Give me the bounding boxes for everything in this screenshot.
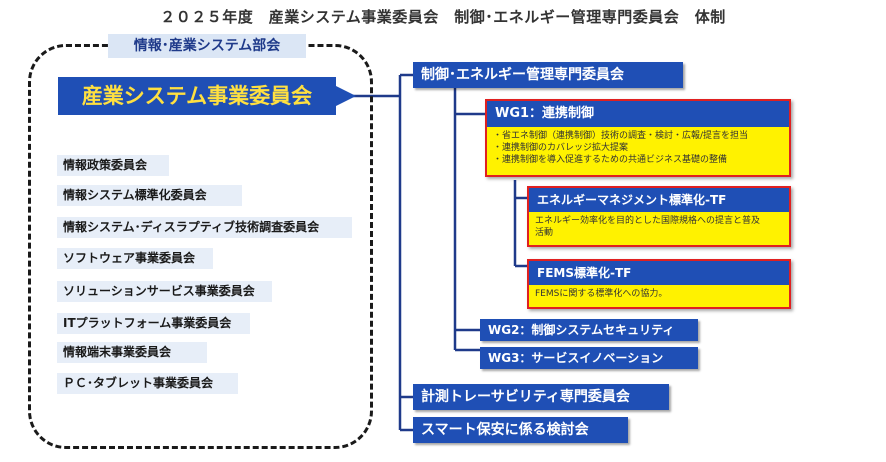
wg3-box: WG3：サービスイノベーション: [480, 347, 698, 369]
sub-committee-item: ＰＣ･タブレット事業委員会: [57, 373, 238, 394]
sub-committee-item: 情報政策委員会: [57, 155, 169, 176]
wg1-desc-line: ・省エネ制御（連携制御）技術の調査・検討・広報/提言を担当: [493, 131, 749, 141]
wg1-box: WG1：連携制御 ・省エネ制御（連携制御）技術の調査・検討・広報/提言を担当 ・…: [485, 99, 791, 177]
smart-security-box: スマート保安に係る検討会: [413, 417, 628, 443]
wg1-title: WG1：連携制御: [487, 101, 789, 127]
sub-committee-item: ソフトウェア事業委員会: [57, 248, 213, 269]
energy-tf-description: エネルギー効率化を目的とした国際規格への提言と普及 活動: [529, 212, 789, 242]
sub-committee-item: 情報端末事業委員会: [57, 342, 207, 363]
energy-management-tf-box: エネルギーマネジメント標準化-TF エネルギー効率化を目的とした国際規格への提言…: [527, 186, 791, 247]
wg1-description: ・省エネ制御（連携制御）技術の調査・検討・広報/提言を担当 ・連携制御のカバレッ…: [487, 127, 789, 169]
page-title: ２０２５年度 産業システム事業委員会 制御･エネルギー管理専門委員会 体制: [160, 8, 726, 26]
wg1-desc-line: ・連携制御を導入促進するための共通ビジネス基礎の整備: [493, 155, 728, 165]
sub-committee-item: ITプラットフォーム事業委員会: [57, 313, 250, 334]
energy-tf-desc-line: エネルギー効率化を目的とした国際規格への提言と普及: [535, 216, 761, 226]
fems-tf-title: FEMS標準化-TF: [529, 261, 789, 285]
energy-tf-title: エネルギーマネジメント標準化-TF: [529, 188, 789, 212]
fems-tf-box: FEMS標準化-TF FEMSに関する標準化への協力。: [527, 259, 791, 309]
arrow-pointer: [336, 86, 356, 106]
main-committee-box: 産業システム事業委員会: [58, 77, 336, 115]
wg2-box: WG2：制御システムセキュリティ: [480, 319, 698, 341]
department-label: 情報･産業システム部会: [108, 34, 306, 58]
sub-committee-item: ソリューションサービス事業委員会: [57, 281, 272, 302]
measurement-committee-box: 計測トレーサビリティ専門委員会: [413, 384, 669, 410]
fems-tf-desc-line: FEMSに関する標準化への協力。: [535, 289, 668, 299]
fems-tf-description: FEMSに関する標準化への協力。: [529, 285, 789, 303]
sub-committee-item: 情報システム標準化委員会: [57, 185, 242, 206]
control-committee-box: 制御･エネルギー管理専門委員会: [413, 62, 683, 88]
energy-tf-desc-line: 活動: [535, 228, 554, 238]
wg1-desc-line: ・連携制御のカバレッジ拡大提案: [493, 143, 629, 153]
sub-committee-item: 情報システム･ディスラプティブ技術調査委員会: [57, 217, 352, 238]
